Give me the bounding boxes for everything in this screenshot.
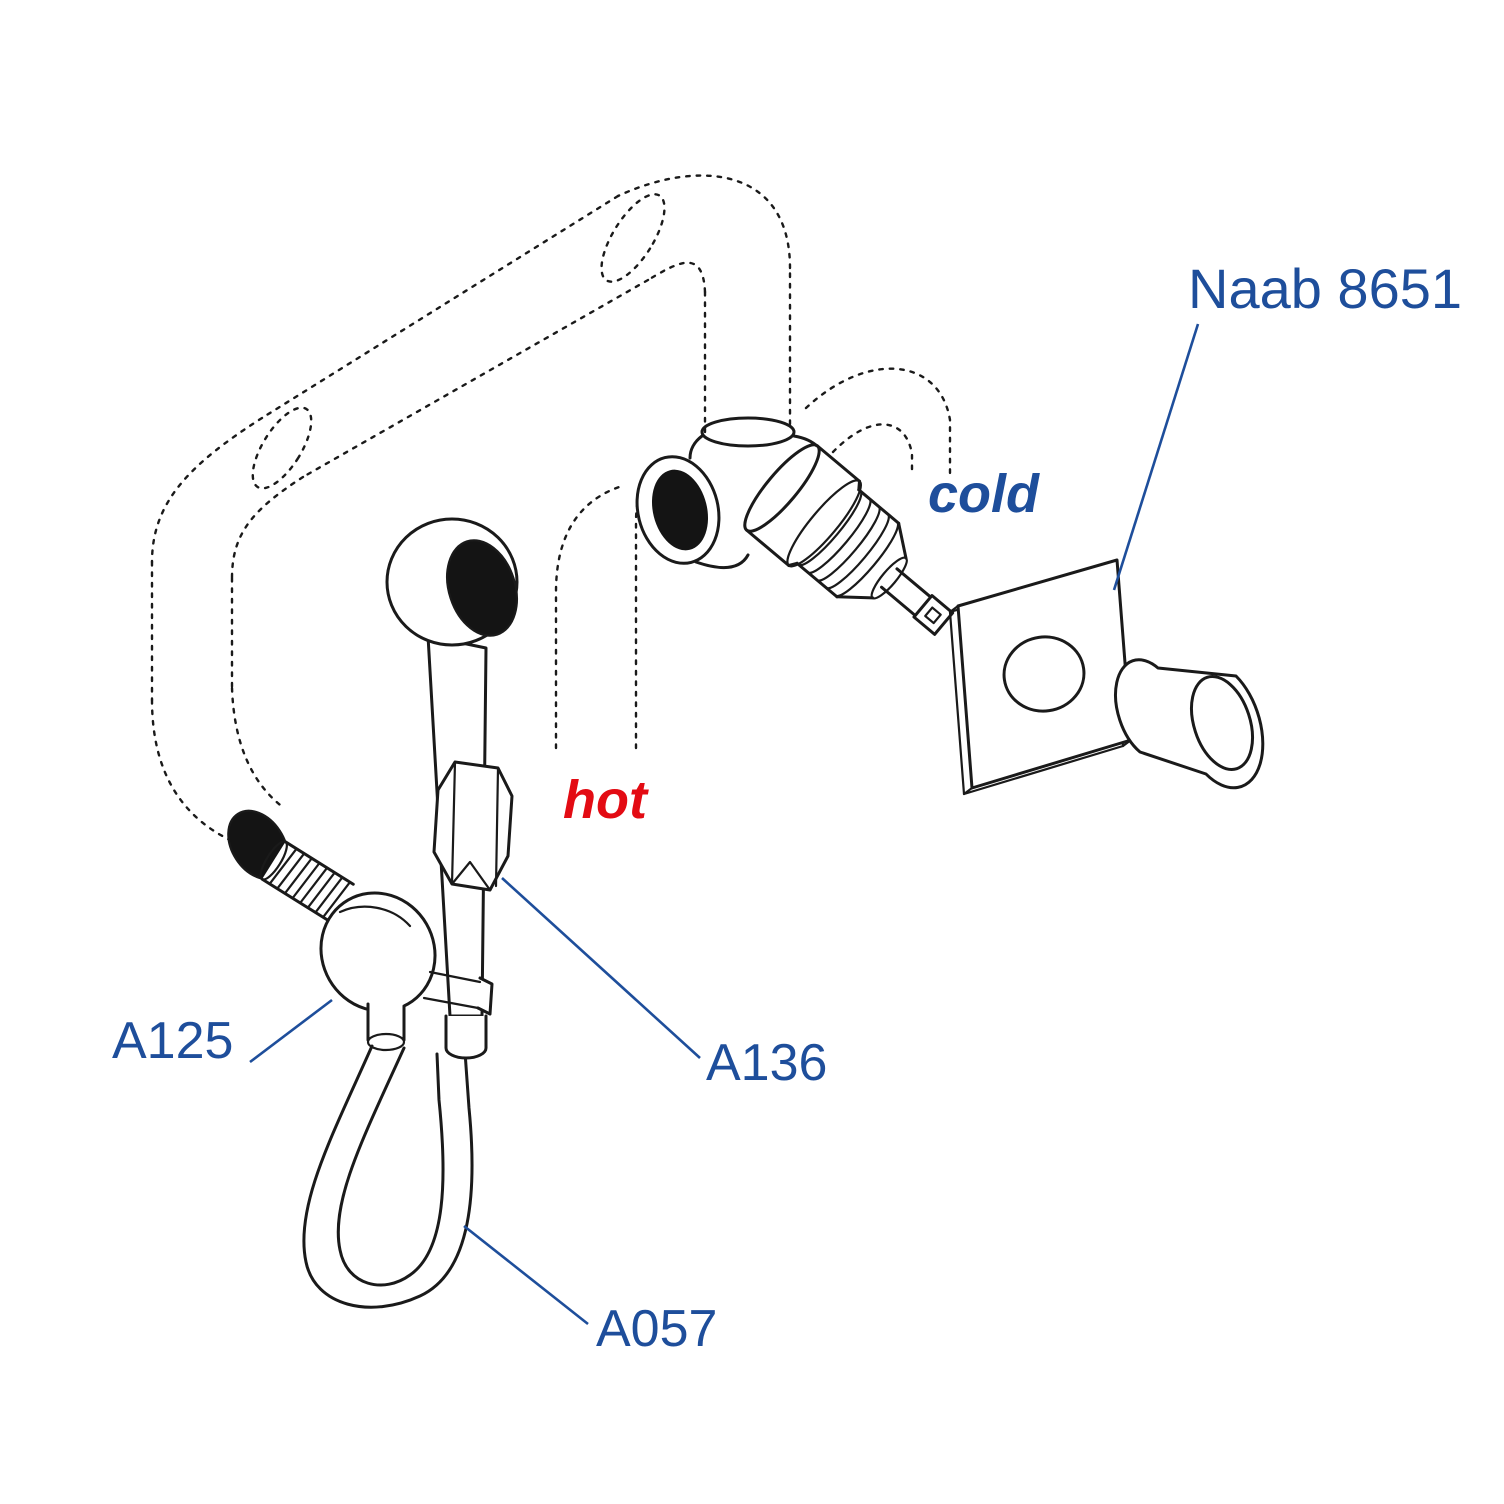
label-a125: A125	[112, 1012, 233, 1070]
control-knob	[1114, 658, 1265, 790]
mixer-inlet-opening	[651, 469, 709, 551]
mixer-cartridge	[743, 443, 955, 636]
sprayer-holder-a136	[432, 760, 514, 892]
dashed-pipe-mixed-line	[150, 174, 792, 881]
leader-naab	[1112, 323, 1200, 591]
mixer-top-collar	[700, 416, 796, 448]
label-a057: A057	[596, 1300, 717, 1358]
label-model: Naab 8651	[1188, 257, 1462, 320]
wall-bracket-a125	[259, 840, 437, 1052]
leader-a136	[501, 877, 701, 1059]
label-a136: A136	[706, 1034, 827, 1092]
cartridge-square-tip	[912, 594, 955, 636]
escutcheon-plate	[948, 558, 1133, 796]
shower-hose-a057	[302, 1044, 474, 1309]
thread-lines	[269, 848, 351, 918]
label-cold: cold	[928, 464, 1040, 524]
bracket-pin	[422, 970, 494, 1016]
plate-hole	[1002, 635, 1086, 713]
dashed-pipe-cold	[804, 367, 952, 476]
sprayer-hose-nut	[444, 1014, 488, 1060]
leader-a125	[249, 998, 333, 1064]
sprayer-face	[447, 540, 517, 636]
leader-a057	[463, 1224, 589, 1326]
leader-lines	[249, 323, 1200, 1326]
label-hot: hot	[563, 770, 649, 830]
